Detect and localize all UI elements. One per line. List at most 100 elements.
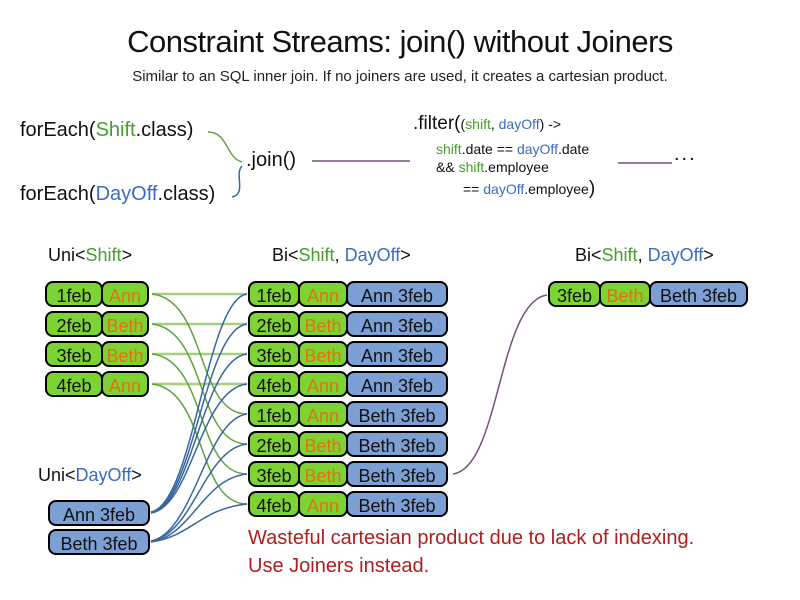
label-text: Uni< <box>38 465 76 485</box>
brace-shift-link <box>207 131 243 163</box>
shift-date-cell: 1feb <box>45 281 103 307</box>
dayoff-cell: Ann 3feb <box>48 500 150 526</box>
subtitle: Similar to an SQL inner join. If no join… <box>132 68 668 85</box>
cond-text: .employee <box>484 159 549 175</box>
label-text: Bi< <box>575 245 602 265</box>
warning-line2: Use Joiners instead. <box>248 555 430 577</box>
pair-employee-cell: Ann <box>298 401 348 427</box>
shift-employee-cell: Ann <box>101 371 149 397</box>
brace-dayoff-link <box>231 165 243 198</box>
pair-dayoff-cell: Ann 3feb <box>346 281 448 307</box>
code-filter-line4: == dayOff.employee) <box>463 178 595 200</box>
code-text: .class) <box>135 119 194 141</box>
label-bi-right: Bi<Shift, DayOff> <box>575 245 714 266</box>
label-dayoff-type: DayOff <box>75 465 132 485</box>
pair-dayoff-cell: Beth 3feb <box>346 401 448 427</box>
cond-text: == <box>463 181 484 197</box>
label-text: Uni< <box>48 245 86 265</box>
filter-head: .filter( <box>413 113 461 134</box>
cond-text: .date <box>557 141 590 157</box>
label-text: Bi< <box>272 245 299 265</box>
cond-text: && <box>436 159 459 175</box>
pair-dayoff-cell: Beth 3feb <box>346 461 448 487</box>
pair-date-cell: 1feb <box>248 281 300 307</box>
pair-dayoff-cell: Ann 3feb <box>346 341 448 367</box>
pair-date-cell: 2feb <box>248 431 300 457</box>
shift-cross-links <box>151 293 248 505</box>
pair-employee-cell: Beth <box>298 461 348 487</box>
label-bi-middle: Bi<Shift, DayOff> <box>272 245 411 266</box>
shift-date-cell: 3feb <box>45 341 103 367</box>
cond-dayoff: dayOff <box>516 141 558 157</box>
filter-arg-dayoff: dayOff <box>498 116 540 132</box>
brace-links <box>207 131 243 198</box>
dayoff-ann-links <box>150 293 248 514</box>
code-text: .class) <box>157 183 216 205</box>
cond-text: .employee <box>524 181 589 197</box>
page-title: Constraint Streams: join() without Joine… <box>127 24 673 59</box>
pair-employee-cell: Ann <box>298 491 348 517</box>
cond-shift: shift <box>458 159 485 175</box>
label-text: > <box>121 245 133 265</box>
label-text: , <box>334 245 345 265</box>
filter-args-close: ) -> <box>539 116 562 132</box>
label-dayoff-type: DayOff <box>344 245 401 265</box>
code-text: forEach( <box>20 119 96 141</box>
code-ellipsis: ... <box>674 143 697 165</box>
pair-date-cell: 3feb <box>248 341 300 367</box>
pair-employee-cell: Beth <box>298 431 348 457</box>
label-uni-dayoff: Uni<DayOff> <box>38 465 142 486</box>
pair-date-cell: 4feb <box>248 371 300 397</box>
pair-employee-cell: Ann <box>298 371 348 397</box>
code-filter-line2: shift.date == dayOff.date <box>436 141 589 157</box>
dayoff-row: Ann 3feb <box>48 500 150 530</box>
pair-date-cell: 2feb <box>248 311 300 337</box>
dayoff-type: DayOff <box>95 183 158 205</box>
code-text: forEach( <box>20 183 96 205</box>
pair-date-cell: 3feb <box>248 461 300 487</box>
shift-employee-cell: Beth <box>101 341 149 367</box>
pair-dayoff-cell: Beth 3feb <box>346 431 448 457</box>
warning-line1: Wasteful cartesian product due to lack o… <box>248 527 695 549</box>
warning-note: Wasteful cartesian product due to lack o… <box>248 524 694 580</box>
shift-date-cell: 4feb <box>45 371 103 397</box>
shift-employee-cell: Beth <box>101 311 149 337</box>
filter-arg-shift: shift <box>465 116 491 132</box>
label-shift-type: Shift <box>601 245 638 265</box>
shift-type: Shift <box>95 119 136 141</box>
label-dayoff-type: DayOff <box>647 245 704 265</box>
code-foreach-dayoff: forEach(DayOff.class) <box>20 183 215 206</box>
pair-employee-cell: Beth <box>298 311 348 337</box>
dayoff-cell: Beth 3feb <box>48 529 150 555</box>
label-text: > <box>703 245 714 265</box>
filter-args-open: ( <box>460 116 466 132</box>
label-uni-shift: Uni<Shift> <box>48 245 132 266</box>
filter-close-paren: ) <box>588 178 596 199</box>
pair-dayoff-cell: Beth 3feb <box>346 491 448 517</box>
label-shift-type: Shift <box>298 245 335 265</box>
pair-dayoff-cell: Ann 3feb <box>346 311 448 337</box>
result-dayoff-cell: Beth 3feb <box>649 281 748 307</box>
pair-employee-cell: Beth <box>298 341 348 367</box>
code-filter-line1: .filter((shift, dayOff) -> <box>413 113 561 135</box>
pair-date-cell: 1feb <box>248 401 300 427</box>
pair-date-cell: 4feb <box>248 491 300 517</box>
label-text: , <box>637 245 648 265</box>
pair-employee-cell: Ann <box>298 281 348 307</box>
code-filter-line3: && shift.employee <box>436 159 549 175</box>
label-text: > <box>400 245 411 265</box>
code-foreach-shift: forEach(Shift.class) <box>20 119 193 142</box>
